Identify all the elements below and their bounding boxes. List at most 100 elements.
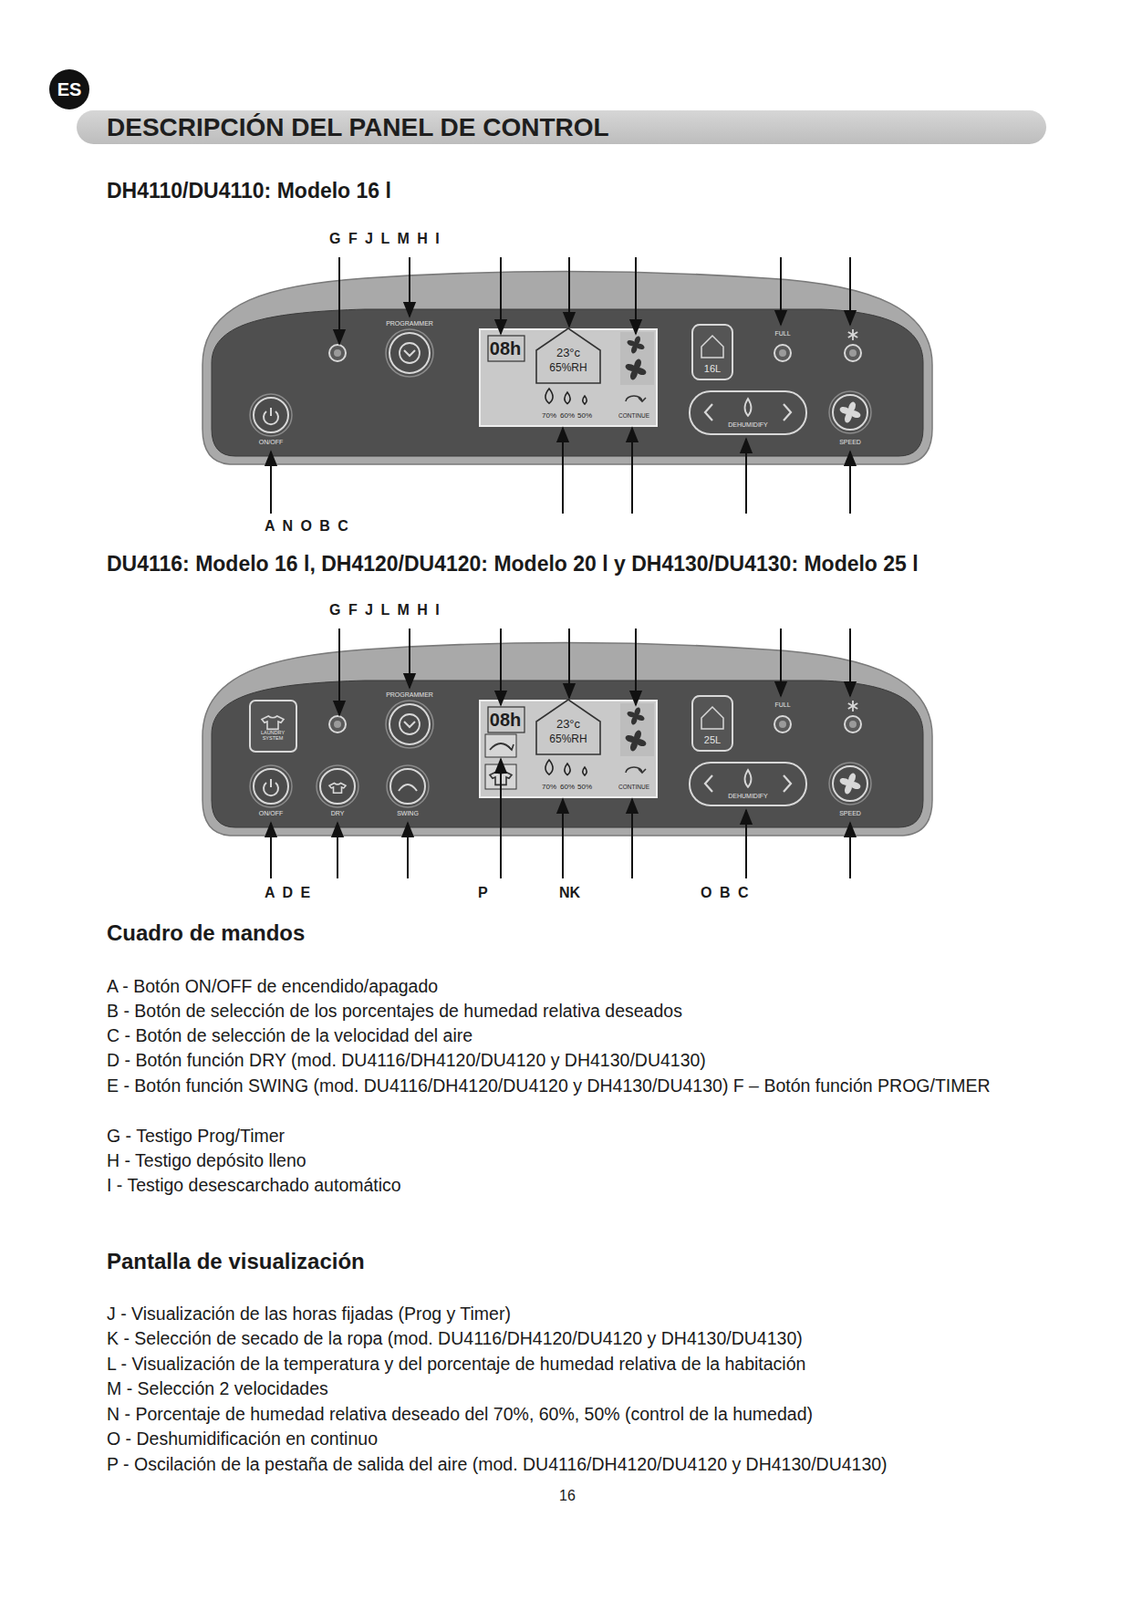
panel-label: DRY xyxy=(331,810,345,819)
button xyxy=(253,397,289,433)
button xyxy=(832,766,868,801)
drop-icon xyxy=(745,398,752,416)
indicator-led xyxy=(774,344,791,362)
callout-letters: G F J L M H I xyxy=(329,229,442,249)
panel-label: ON/OFF xyxy=(259,810,283,819)
leader-arrow xyxy=(779,628,782,696)
leader-arrow xyxy=(849,822,852,879)
button-symbol xyxy=(399,714,420,735)
button-symbol xyxy=(404,350,416,356)
button-ring xyxy=(385,700,434,748)
panel-label: SPEED xyxy=(839,438,862,447)
lcd-text: 08h xyxy=(489,708,521,732)
fan-icon xyxy=(838,777,852,788)
callout-letters: G F J L M H I xyxy=(329,601,442,620)
legend-item: M - Selección 2 velocidades xyxy=(106,1376,329,1402)
indicator-led xyxy=(849,720,857,728)
page-number: 16 xyxy=(559,1486,576,1506)
leader-arrow xyxy=(779,257,782,325)
panel-label: 25L xyxy=(704,734,721,748)
legend-item: B - Botón de selección de los porcentaje… xyxy=(106,998,683,1024)
button xyxy=(832,394,868,430)
panel-label: PROGRAMMER xyxy=(385,320,434,329)
fan-icon xyxy=(626,339,637,348)
power-symbol xyxy=(270,778,272,788)
leader-arrow xyxy=(745,438,748,514)
leader-arrow xyxy=(849,451,852,514)
button-ring xyxy=(386,765,429,808)
legend-item: I - Testigo desescarchado automático xyxy=(106,1173,402,1198)
section-heading: DU4116: Modelo 16 l, DH4120/DU4120: Mode… xyxy=(106,550,919,578)
control-panel xyxy=(202,271,933,466)
button xyxy=(390,768,426,804)
panel-label: ON/OFF xyxy=(259,438,283,447)
leader-arrow xyxy=(561,799,564,879)
drop-icon xyxy=(582,395,588,405)
button-symbol xyxy=(404,721,416,727)
panel-label: SWING xyxy=(396,810,419,819)
panel-label: LAUNDRY SYSTEM xyxy=(254,729,291,741)
page-title: DESCRIPCIÓN DEL PANEL DE CONTROL xyxy=(76,110,1047,145)
section-heading: Pantalla de visualización xyxy=(106,1247,365,1276)
lcd-text: 50% xyxy=(577,411,592,421)
continue-icon xyxy=(638,768,646,773)
lcd-display xyxy=(620,703,655,757)
leader-arrow xyxy=(568,628,571,698)
fan-icon xyxy=(634,343,638,347)
leader-arrow xyxy=(561,427,564,514)
swing-symbol xyxy=(398,784,417,791)
leader-arrow xyxy=(338,628,341,716)
legend-item: O - Deshumidificación en continuo xyxy=(106,1426,378,1452)
badge-text: ES xyxy=(57,79,83,101)
panel-label: PROGRAMMER xyxy=(385,691,434,700)
tank-icon xyxy=(701,335,724,358)
callout-letters: P xyxy=(477,883,489,903)
button xyxy=(320,768,355,804)
leader-arrow xyxy=(270,451,272,514)
indicator-led xyxy=(333,349,342,357)
drop-icon xyxy=(545,388,553,404)
tank-icon xyxy=(692,695,733,751)
button xyxy=(253,768,289,804)
lcd-text: 70% xyxy=(541,782,557,792)
section-heading: DH4110/DU4110: Modelo 16 l xyxy=(106,177,392,205)
callout-letters: A N O B C xyxy=(264,517,351,536)
lcd-text: CONTINUE xyxy=(618,783,650,791)
lcd-text: 23°c xyxy=(556,345,581,361)
legend-item: K - Selección de secado de la ropa (mod.… xyxy=(106,1326,803,1351)
fan-icon xyxy=(634,715,638,718)
callout-letters: O B C xyxy=(700,883,750,903)
panel-housing xyxy=(202,271,933,466)
button-ring xyxy=(829,391,872,434)
drop-icon xyxy=(564,763,571,776)
house-icon xyxy=(536,699,601,755)
snowflake-icon xyxy=(848,332,858,338)
indicator-led xyxy=(774,716,791,733)
snowflake-icon xyxy=(848,332,858,338)
lcd-frame xyxy=(488,335,525,362)
legend-item: A - Botón ON/OFF de encendido/apagado xyxy=(106,974,438,999)
dehumidify-button xyxy=(689,762,807,806)
swing-icon xyxy=(508,744,514,750)
lcd-text: 70% xyxy=(541,411,557,421)
tank-icon xyxy=(692,324,733,380)
dehumidify-button xyxy=(783,404,791,421)
lcd-text: 23°c xyxy=(556,716,581,732)
continue-icon xyxy=(638,397,646,402)
button xyxy=(389,332,430,374)
panel-label: SPEED xyxy=(839,810,862,819)
leader-arrow xyxy=(408,257,411,317)
panel-label: 16L xyxy=(704,363,721,376)
leader-arrow xyxy=(408,628,411,688)
lcd-text: 60% xyxy=(560,411,575,421)
leader-arrow xyxy=(499,628,502,706)
panel-face xyxy=(211,309,924,457)
legend-item: E - Botón función SWING (mod. DU4116/DH4… xyxy=(106,1072,1010,1099)
legend-item: J - Visualización de las horas fijadas (… xyxy=(106,1301,511,1327)
lcd-display xyxy=(479,329,657,426)
leader-arrow xyxy=(631,427,634,514)
leader-arrow xyxy=(631,799,634,879)
lcd-text: CONTINUE xyxy=(618,412,650,420)
panel-label: FULL xyxy=(774,330,790,339)
indicator-led xyxy=(844,344,862,362)
